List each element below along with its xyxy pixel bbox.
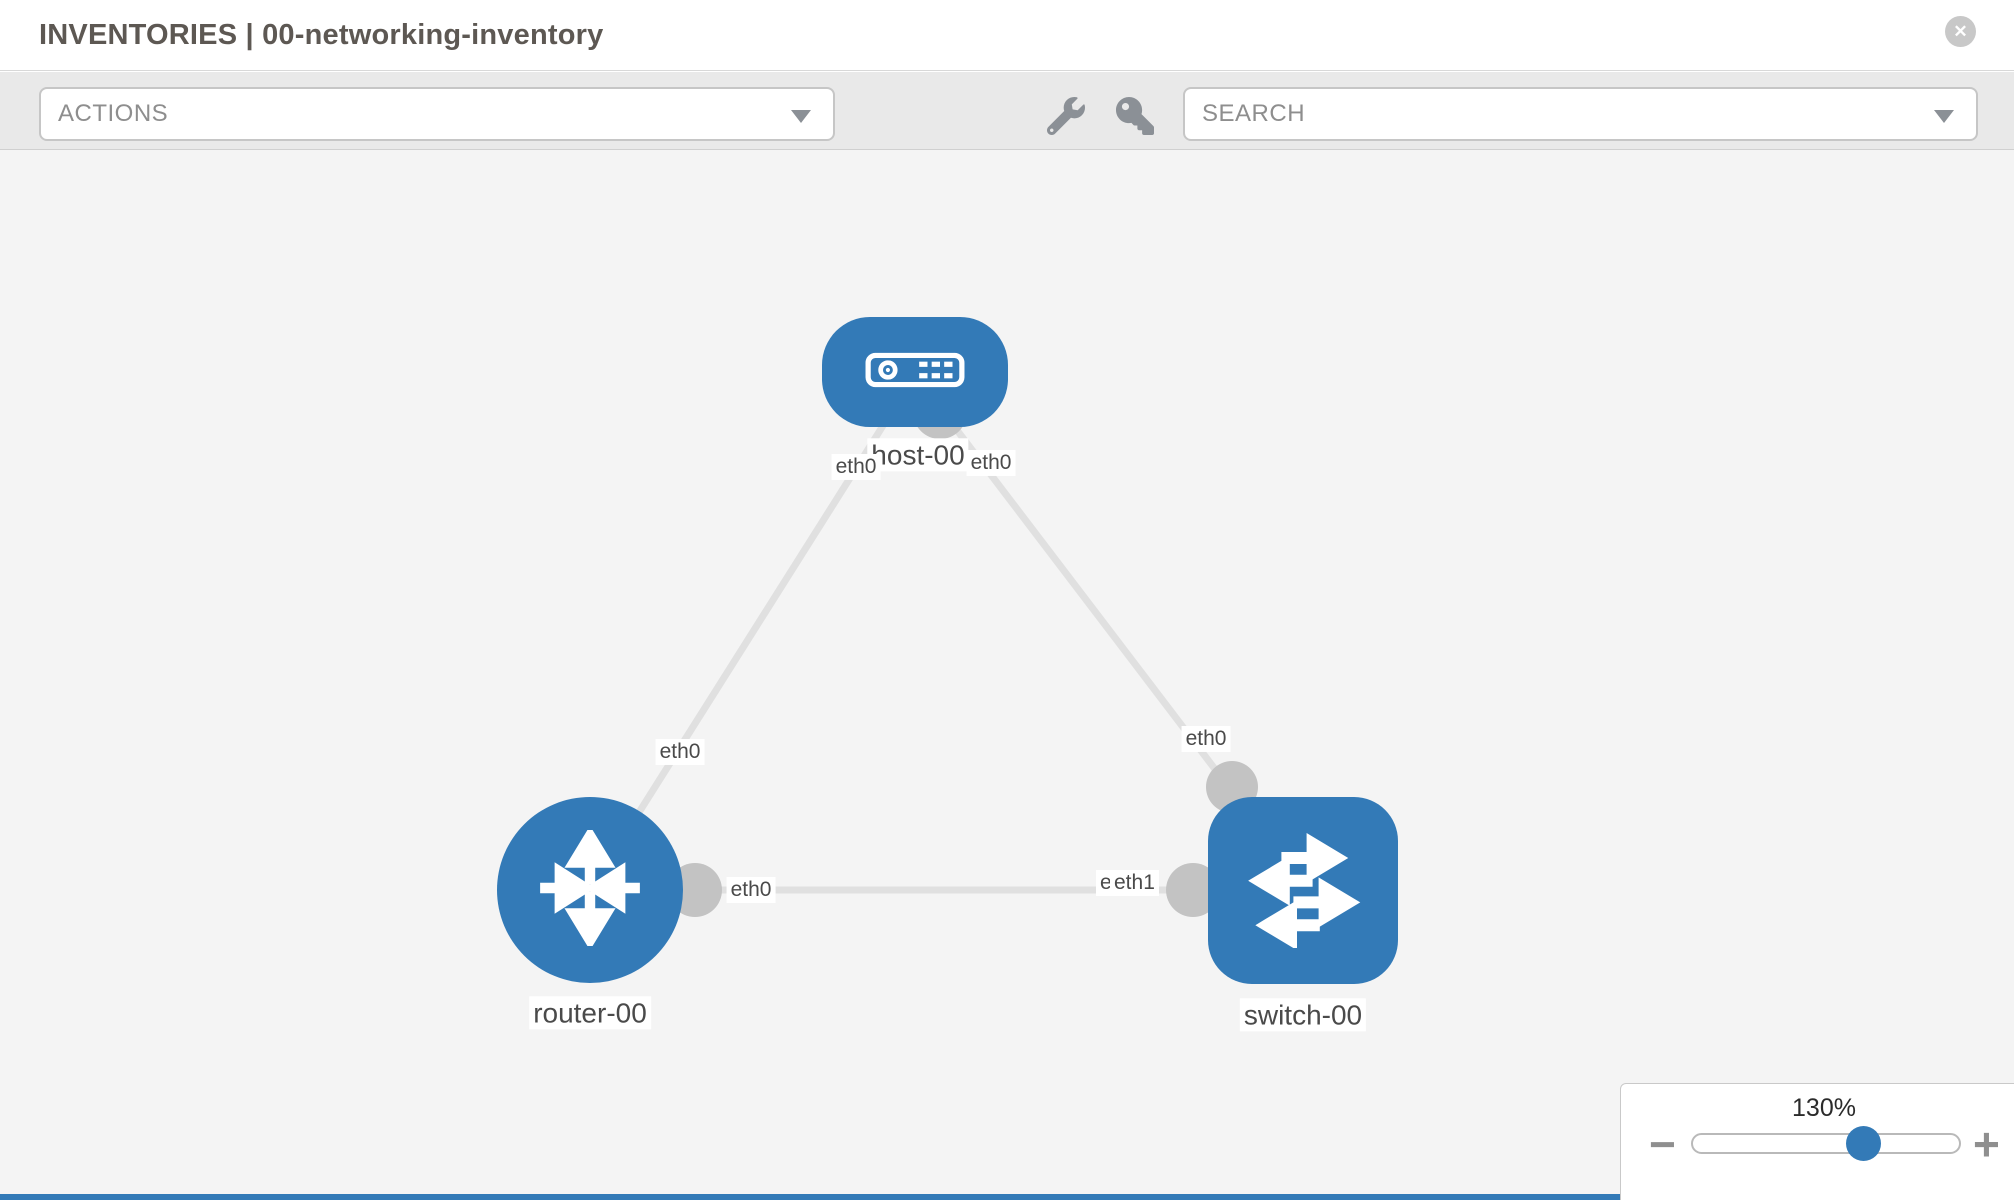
topology-canvas[interactable]: host-00 router-00 switch-00 eth0 eth0 et… xyxy=(0,150,2014,1200)
zoom-slider-track[interactable] xyxy=(1691,1133,1961,1154)
node-label-switch: switch-00 xyxy=(1239,998,1367,1032)
wrench-icon[interactable] xyxy=(1046,96,1085,136)
close-icon: ✕ xyxy=(1953,22,1968,41)
search-dropdown-label: SEARCH xyxy=(1202,100,1306,127)
bottom-accent-bar xyxy=(0,1194,1622,1200)
node-switch-00[interactable] xyxy=(1208,797,1398,984)
node-router-00[interactable] xyxy=(497,797,683,983)
router-icon xyxy=(532,825,648,951)
interface-label-host-right: eth0 xyxy=(966,449,1016,477)
host-icon xyxy=(865,352,965,393)
zoom-in-button[interactable]: + xyxy=(1973,1118,2000,1170)
interface-label-switch-top: eth0 xyxy=(1181,725,1231,753)
search-dropdown[interactable]: SEARCH xyxy=(1183,87,1978,141)
interface-label-router-top: eth0 xyxy=(655,738,705,766)
node-label-host: host-00 xyxy=(867,438,969,472)
actions-dropdown-label: ACTIONS xyxy=(58,100,169,127)
zoom-slider-thumb[interactable] xyxy=(1846,1126,1881,1161)
key-icon[interactable] xyxy=(1116,97,1154,135)
topology-links-layer xyxy=(587,372,1300,917)
interface-label-switch-left: eth1 xyxy=(1110,869,1159,897)
zoom-level-value: 130% xyxy=(1792,1094,1856,1122)
interface-connector-switch-mid[interactable] xyxy=(1166,863,1220,917)
actions-dropdown[interactable]: ACTIONS xyxy=(39,87,835,141)
interface-label-host-left: eth0 xyxy=(831,453,881,481)
page-title: INVENTORIES | 00-networking-inventory xyxy=(39,18,604,51)
toolbar: ACTIONS SEARCH xyxy=(0,72,2014,150)
close-button[interactable]: ✕ xyxy=(1945,16,1976,47)
interface-label-router-right: eth0 xyxy=(726,876,776,904)
zoom-out-button[interactable]: − xyxy=(1649,1118,1676,1170)
switch-icon xyxy=(1243,828,1363,953)
node-host-00[interactable] xyxy=(822,317,1008,427)
chevron-down-icon xyxy=(1934,110,1954,123)
chevron-down-icon xyxy=(791,110,811,123)
zoom-control-panel: 130% − + xyxy=(1620,1083,2014,1200)
node-label-router: router-00 xyxy=(529,996,651,1030)
header: INVENTORIES | 00-networking-inventory ✕ xyxy=(0,0,2014,71)
